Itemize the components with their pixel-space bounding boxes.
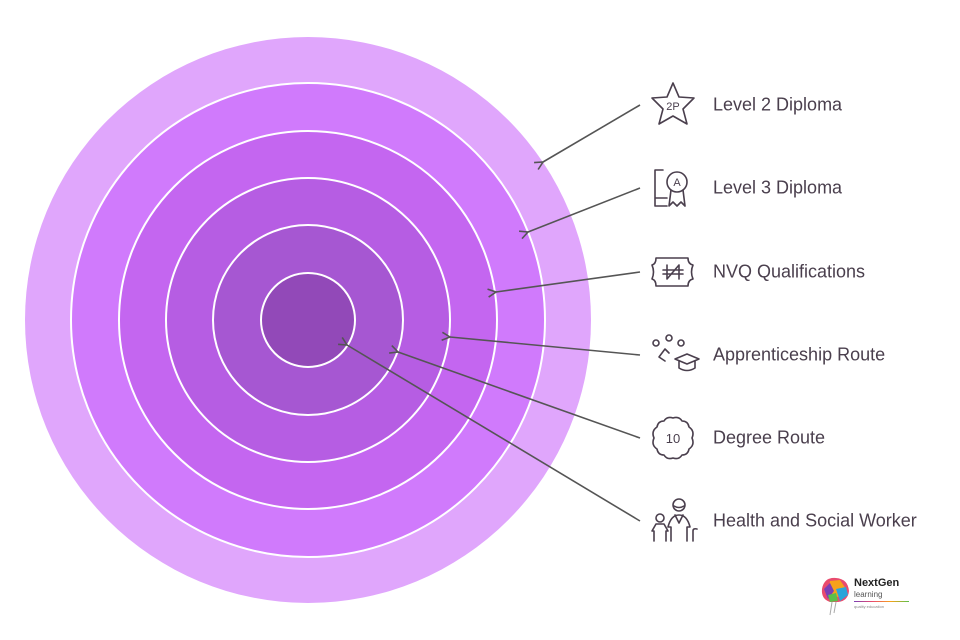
logo-tagline: quality education <box>854 604 885 609</box>
ring-label: Degree Route <box>713 427 826 448</box>
svg-text:A: A <box>673 177 681 189</box>
svg-text:2P: 2P <box>666 101 679 113</box>
star-2p-icon: 2P <box>651 82 695 125</box>
logo-divider <box>854 601 909 602</box>
ring-label: Level 3 Diploma <box>713 177 843 198</box>
arrow-6 <box>347 345 641 522</box>
ring-label: Level 2 Diploma <box>713 94 843 115</box>
ring-6 <box>260 272 356 368</box>
ring-label: NVQ Qualifications <box>713 261 866 282</box>
ring-label: Apprenticeship Route <box>713 344 886 365</box>
arrow-3 <box>496 271 641 292</box>
naira-ticket-icon <box>651 257 694 287</box>
svg-text:10: 10 <box>666 431 680 446</box>
arrow-4 <box>450 337 641 356</box>
graduation-group-icon <box>652 334 700 372</box>
badge-10-icon: 10 <box>652 416 694 460</box>
caregiver-icon <box>651 498 698 542</box>
arrow-2 <box>528 187 641 232</box>
certificate-award-icon: A <box>654 169 688 207</box>
nextgen-logo: NextGen learning quality education <box>818 575 913 617</box>
brain-logo-icon <box>821 577 849 616</box>
logo-name: NextGen <box>854 577 900 589</box>
arrow-1 <box>543 104 641 162</box>
arrow-5 <box>398 352 641 439</box>
ring-label: Health and Social Worker <box>713 510 917 531</box>
logo-sub: learning <box>854 590 883 599</box>
